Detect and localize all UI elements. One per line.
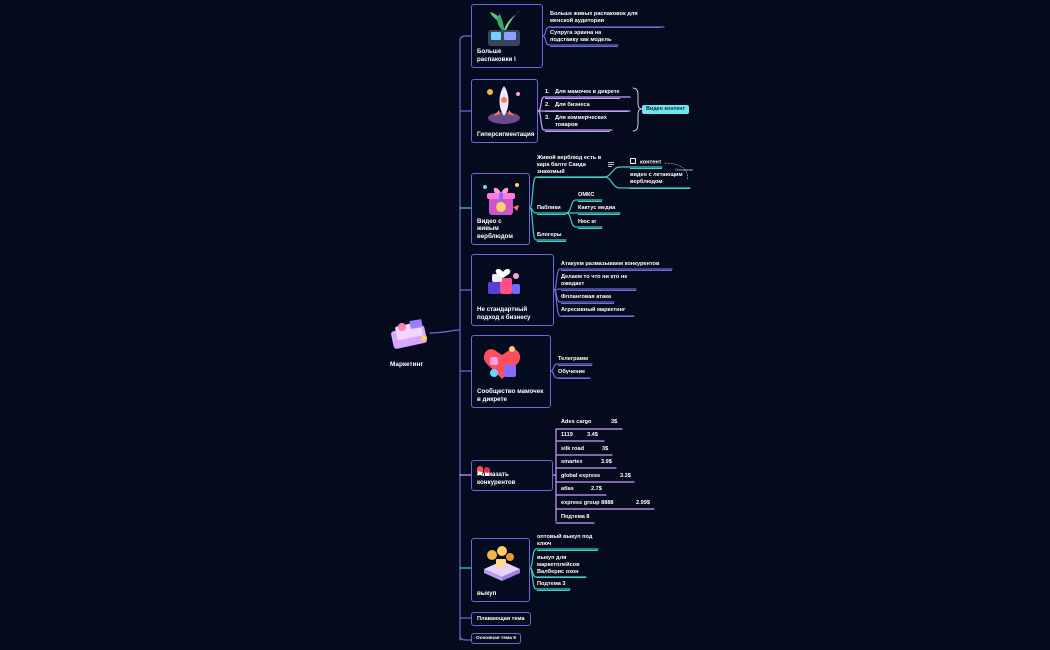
boxing-gloves-icon <box>477 466 490 476</box>
topic-label: Видео с живым верблюдом <box>477 217 513 240</box>
topic-nonstandard-approach[interactable]: Не стандартный подход к бизнесу <box>471 254 554 326</box>
leaf-1119[interactable]: 1119 <box>561 432 573 438</box>
topic-main-9[interactable]: Основная тема 9 <box>471 633 521 644</box>
heart-blocks-illustration-icon <box>488 268 520 294</box>
topic-hypersegmentation[interactable]: Гиперсигментация <box>471 79 538 143</box>
leaf-subtopic-3[interactable]: Подтема 3 <box>537 581 570 591</box>
price-express-group: 2.99$ <box>636 500 650 506</box>
leaf-silk-road[interactable]: silk road <box>561 446 585 452</box>
price-1119: 3.4$ <box>587 432 598 438</box>
leaf-content[interactable]: контент <box>630 158 662 170</box>
notes-icon[interactable] <box>608 162 614 167</box>
topic-camel-video[interactable]: Видео с живым верблюдом <box>471 173 530 245</box>
topic-label: Сообщество мамочек в дикрете <box>477 388 544 403</box>
leaf-training[interactable]: Обучение <box>558 369 590 379</box>
topic-label: выкуп <box>477 589 497 597</box>
leaf-attack-competitors[interactable]: Атакуем размазываем конкурентов <box>561 261 672 271</box>
rocket-illustration-icon <box>487 86 520 124</box>
relationship-label[interactable]: Отношение <box>675 168 694 172</box>
leaf-ades-cargo[interactable]: Ades cargo <box>561 419 592 425</box>
shopping-illustration-icon <box>484 546 520 581</box>
leaf-smartex[interactable]: smartex <box>561 459 583 465</box>
plant-boxes-illustration-icon <box>488 10 520 46</box>
price-global-express: 3.3$ <box>620 473 631 479</box>
leaf-express-group[interactable]: express group 8888 <box>561 500 614 506</box>
root-label: Маркетинг <box>390 361 424 368</box>
topic-label: Больше распаковки I <box>477 48 516 63</box>
leaf-live-unboxing[interactable]: Больше живых распаковок для женской ауди… <box>550 11 660 28</box>
gift-box-illustration-icon <box>483 183 519 215</box>
leaf-subtopic-8[interactable]: Подтема 8 <box>561 514 590 520</box>
checkbox-icon[interactable] <box>630 158 636 164</box>
topic-unboxing[interactable]: Больше распаковки I <box>471 4 543 68</box>
leaf-wife-model[interactable]: Супруга эркина на подставку как модель <box>550 30 618 47</box>
leaf-publics[interactable]: Паблики <box>537 205 566 215</box>
leaf-omks[interactable]: ОМКС <box>578 192 602 202</box>
leaf-moms[interactable]: 1.Для мамочек в дикрете <box>545 89 620 99</box>
leaf-live-camel[interactable]: Живой верблюд есть в кара балте Саида зн… <box>537 155 604 179</box>
leaf-marketplaces[interactable]: выкуп для маркетплейсов Валберис озон <box>537 555 586 579</box>
leaf-news-kg[interactable]: Нюс кг <box>578 219 602 229</box>
topic-floating[interactable]: Плавающая тема <box>471 612 531 626</box>
price-silk-road: 3$ <box>602 446 609 452</box>
leaf-flank-attack[interactable]: Флланговая атака <box>561 294 614 304</box>
hearts-illustration-icon <box>483 346 521 379</box>
leaf-global-express[interactable]: global express <box>561 473 601 479</box>
marketing-illustration-icon <box>391 319 427 349</box>
leaf-aggressive-marketing[interactable]: Агресивный маркетинг <box>561 307 634 317</box>
leaf-bloggers[interactable]: Блогеры <box>537 232 566 242</box>
leaf-cactus-media[interactable]: Кактус медиа <box>578 205 620 215</box>
topic-label: Не стандартный подход к бизнесу <box>477 306 531 321</box>
leaf-telegram[interactable]: Телеграмм <box>558 356 592 366</box>
leaf-business[interactable]: 2.Для бизнеса <box>545 102 628 112</box>
topic-buyout[interactable]: выкуп <box>471 538 530 602</box>
topic-moms-community[interactable]: Сообщество мамочек в дикрете <box>471 335 551 408</box>
topic-label: Гиперсигментация <box>477 130 535 138</box>
price-ades-cargo: 3$ <box>611 419 618 425</box>
leaf-flying-camel[interactable]: видео с летающим верблюдом <box>630 172 690 189</box>
leaf-turnkey-wholesale[interactable]: оптовый выкуп под ключ <box>537 534 598 551</box>
leaf-commercial[interactable]: 3.Для коммерческих товаров <box>545 115 610 132</box>
leaf-atlas[interactable]: atlas <box>561 486 574 492</box>
topic-label: Размазать конкурентов <box>477 471 516 486</box>
root-topic[interactable]: Маркетинг <box>380 310 436 370</box>
summary-video-content[interactable]: Видео контент <box>642 105 690 114</box>
price-atlas: 2.7$ <box>591 486 602 492</box>
leaf-unexpected[interactable]: Делаем то что ни кто не ожидает <box>561 274 636 291</box>
topic-smear-competitors[interactable]: Размазать конкурентов <box>471 460 553 491</box>
price-smartex: 3.9$ <box>601 459 612 465</box>
